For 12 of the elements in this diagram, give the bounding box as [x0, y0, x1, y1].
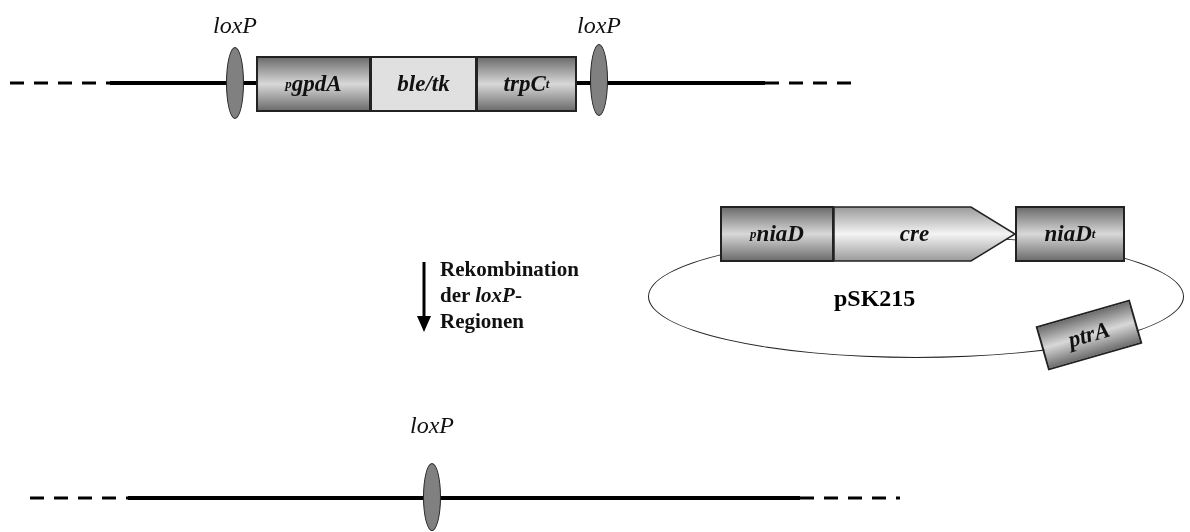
gene-box: trpC$^{t}$ — [476, 56, 577, 112]
gene-box: $^{p}$niaD — [720, 206, 834, 262]
gene-box: ble/tk — [370, 56, 477, 112]
site-label: loxP — [213, 12, 257, 39]
process-note: Rekombination der loxP-Regionen — [440, 256, 580, 334]
site-label: loxP — [410, 412, 454, 439]
site-label: loxP — [577, 12, 621, 39]
gene-box: ptrA — [1035, 299, 1143, 371]
gene-box: cre — [833, 206, 1016, 262]
gene-box: niaD$^{t}$ — [1015, 206, 1125, 262]
plasmid-name: pSK215 — [834, 285, 916, 312]
gene-box: $^{p}$gpdA — [256, 56, 371, 112]
